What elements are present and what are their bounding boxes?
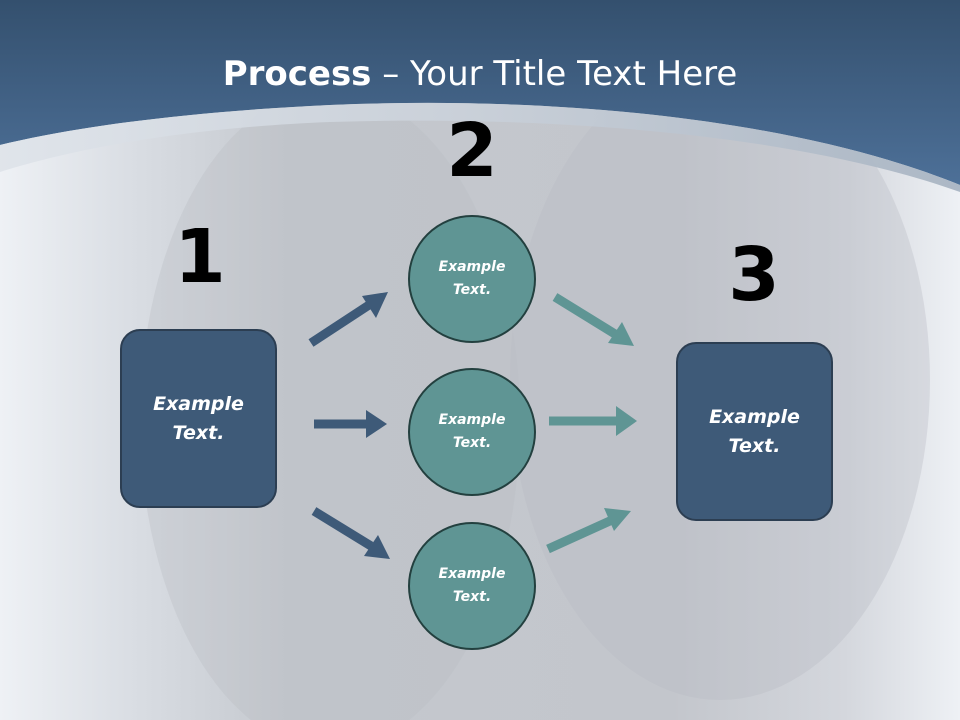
end-box[interactable]: Example Text. xyxy=(676,342,833,521)
circle-bottom-text: Example Text. xyxy=(438,566,506,605)
title-bold: Process xyxy=(222,54,372,94)
start-box[interactable]: Example Text. xyxy=(120,329,277,508)
title-rest: – Your Title Text Here xyxy=(371,54,738,94)
step-number-3: 3 xyxy=(728,232,780,318)
circle-top-text: Example Text. xyxy=(438,259,506,298)
circle-middle-text: Example Text. xyxy=(438,412,506,451)
circle-bottom[interactable]: Example Text. xyxy=(408,522,536,650)
step-number-2: 2 xyxy=(446,108,498,194)
start-box-text: Example Text. xyxy=(153,392,244,444)
end-box-text: Example Text. xyxy=(709,405,800,457)
step-number-1: 1 xyxy=(174,214,226,300)
slide-title: Process – Your Title Text Here xyxy=(0,52,960,96)
circle-top[interactable]: Example Text. xyxy=(408,215,536,343)
circle-middle[interactable]: Example Text. xyxy=(408,368,536,496)
